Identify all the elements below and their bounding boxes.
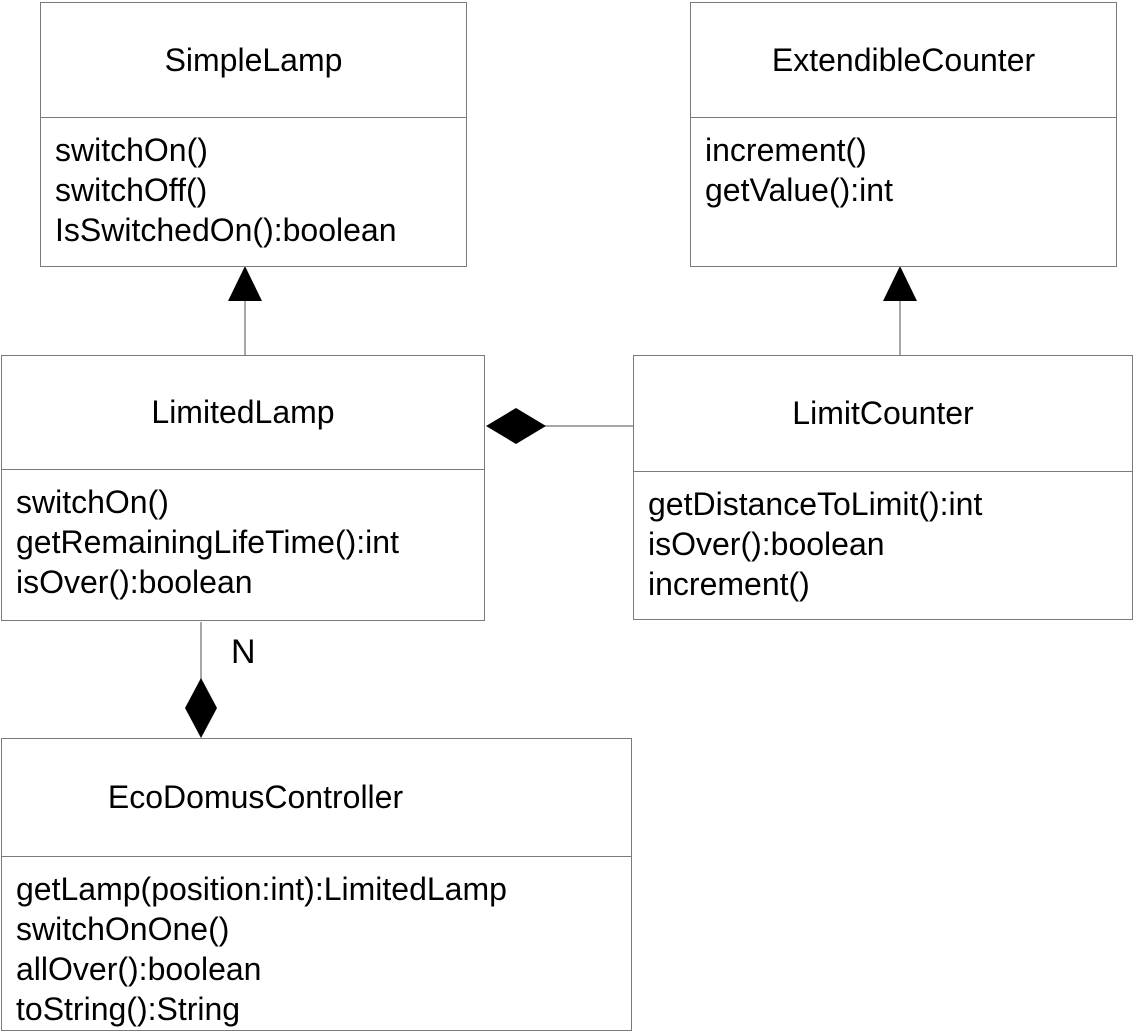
method: increment()	[648, 566, 810, 602]
method: getValue():int	[705, 172, 893, 208]
method: isOver():boolean	[16, 564, 253, 600]
class-methods: getDistanceToLimit():int isOver():boolea…	[634, 472, 1132, 619]
class-title: LimitedLamp	[2, 356, 484, 470]
composition-diamond-icon	[185, 678, 217, 738]
method: getRemainingLifeTime():int	[16, 524, 399, 560]
method: increment()	[705, 132, 867, 168]
class-methods: increment() getValue():int	[691, 118, 1116, 266]
method: switchOff()	[55, 172, 208, 208]
class-methods: getLamp(position:int):LimitedLamp switch…	[2, 857, 631, 1030]
composition-limitedlamp-limitcounter	[486, 408, 633, 444]
class-extendiblecounter[interactable]: ExtendibleCounter increment() getValue()…	[690, 2, 1117, 267]
class-limitcounter[interactable]: LimitCounter getDistanceToLimit():int is…	[633, 355, 1133, 620]
generalization-limitedlamp-to-simplelamp	[228, 266, 262, 355]
class-methods: switchOn() switchOff() IsSwitchedOn():bo…	[41, 118, 466, 266]
class-title: SimpleLamp	[41, 3, 466, 118]
inheritance-triangle-icon	[228, 266, 262, 301]
method: IsSwitchedOn():boolean	[55, 212, 397, 248]
method: isOver():boolean	[648, 526, 885, 562]
inheritance-triangle-icon	[883, 266, 917, 301]
method: allOver():boolean	[16, 951, 262, 987]
class-title: LimitCounter	[634, 356, 1132, 472]
multiplicity-label: N	[231, 633, 256, 671]
composition-ecodomuscontroller-limitedlamp	[185, 622, 217, 738]
method: toString():String	[16, 991, 241, 1027]
class-limitedlamp[interactable]: LimitedLamp switchOn() getRemainingLifeT…	[1, 355, 485, 621]
class-methods: switchOn() getRemainingLifeTime():int is…	[2, 470, 484, 620]
method: getLamp(position:int):LimitedLamp	[16, 871, 507, 907]
method: switchOn()	[16, 484, 169, 520]
method: getDistanceToLimit():int	[648, 486, 983, 522]
class-simplelamp[interactable]: SimpleLamp switchOn() switchOff() IsSwit…	[40, 2, 467, 267]
class-ecodomuscontroller[interactable]: EcoDomusController getLamp(position:int)…	[1, 738, 632, 1031]
generalization-limitcounter-to-extendiblecounter	[883, 266, 917, 355]
method: switchOn()	[55, 132, 208, 168]
method: switchOnOne()	[16, 911, 230, 947]
class-title: EcoDomusController	[2, 739, 631, 857]
composition-diamond-icon	[486, 408, 546, 444]
class-title: ExtendibleCounter	[691, 3, 1116, 118]
